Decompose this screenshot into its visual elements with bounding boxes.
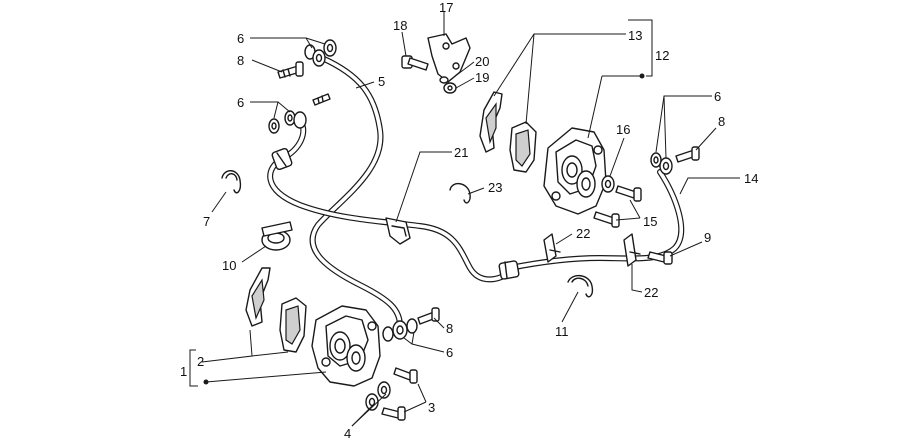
assembly-marker-dot — [203, 379, 209, 385]
washer-6-right — [650, 152, 673, 175]
callout-2: 2 — [197, 354, 204, 369]
brake-caliper-front — [311, 305, 381, 387]
nut-19-20 — [439, 76, 457, 94]
callout-18: 18 — [393, 18, 407, 33]
callout-22: 22 — [576, 226, 590, 241]
callout-4: 4 — [344, 426, 351, 440]
bracket-22-right — [623, 233, 641, 267]
brake-hose-14 — [507, 169, 685, 271]
hose-sleeve — [498, 260, 520, 280]
callout-6: 6 — [446, 345, 453, 360]
leader-lines — [189, 12, 740, 427]
hose-clip-21 — [385, 217, 411, 245]
brake-pad-left — [245, 267, 271, 327]
callout-1: 1 — [180, 364, 187, 379]
washer-6-second — [268, 110, 307, 134]
callout-8: 8 — [237, 53, 244, 68]
callout-15: 15 — [643, 214, 657, 229]
callout-21: 21 — [454, 145, 468, 160]
callout-6: 6 — [237, 31, 244, 46]
assembly-marker-dot — [639, 73, 645, 79]
callout-9: 9 — [704, 230, 711, 245]
bolt-18 — [401, 55, 429, 71]
caliper-bolt-3 — [381, 367, 418, 421]
banjo-bolt-8-top — [277, 61, 304, 79]
screw-small-top — [312, 93, 331, 106]
bleed-screw-9 — [647, 251, 673, 265]
brake-hose-upper-left — [267, 115, 513, 283]
banjo-fitting-front — [382, 318, 418, 342]
callout-22: 22 — [644, 285, 658, 300]
callout-10: 10 — [222, 258, 236, 273]
callout-6: 6 — [714, 89, 721, 104]
callout-6: 6 — [237, 95, 244, 110]
callout-7: 7 — [203, 214, 210, 229]
brake-pad-right — [279, 297, 307, 353]
caliper-bolt-15 — [593, 185, 642, 228]
callout-11: 11 — [555, 324, 569, 339]
callout-8: 8 — [718, 114, 725, 129]
banjo-bolt-8-right — [675, 146, 700, 163]
callout-14: 14 — [744, 171, 758, 186]
clamp-10 — [261, 221, 293, 251]
callout-16: 16 — [616, 122, 630, 137]
washer-16 — [601, 175, 615, 193]
brake-hose-5 — [309, 55, 403, 329]
callout-12: 12 — [655, 48, 669, 63]
callout-20: 20 — [475, 54, 489, 69]
callout-19: 19 — [475, 70, 489, 85]
clip-11 — [567, 275, 594, 298]
washer-6-top — [304, 39, 337, 67]
brake-pad-upper-right — [509, 121, 537, 173]
clip-23 — [449, 183, 471, 204]
callout-23: 23 — [488, 180, 502, 195]
callout-3: 3 — [428, 400, 435, 415]
brake-pad-upper-left — [479, 91, 503, 153]
hose-sleeve — [271, 147, 293, 171]
callout-17: 17 — [439, 0, 453, 15]
banjo-bolt-8-front — [417, 307, 440, 325]
bracket-17 — [427, 33, 471, 83]
clip-7 — [221, 170, 242, 194]
bracket-22-left — [543, 233, 561, 263]
washer-4 — [365, 381, 391, 411]
callout-13: 13 — [628, 28, 642, 43]
callout-8: 8 — [446, 321, 453, 336]
brake-caliper-rear — [543, 127, 607, 215]
callout-5: 5 — [378, 74, 385, 89]
